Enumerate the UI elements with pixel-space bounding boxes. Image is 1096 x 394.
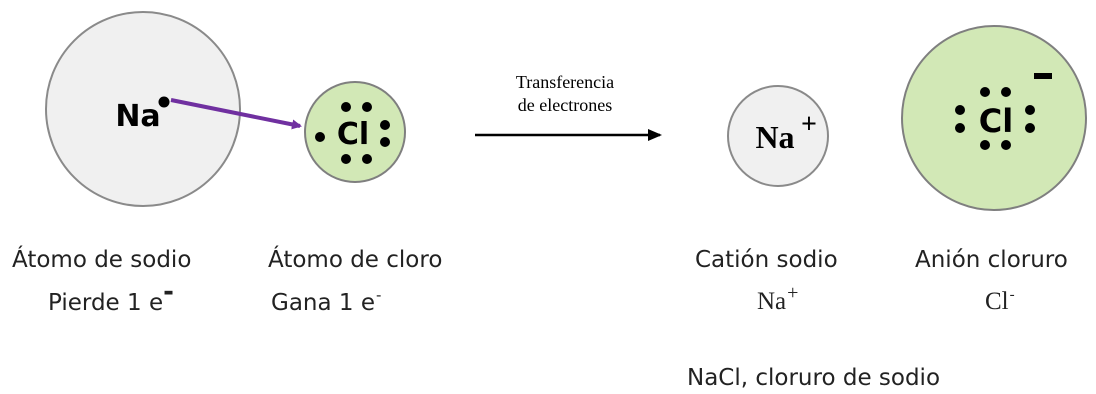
sodium-atom-circle xyxy=(45,11,241,207)
sodium-atom-detail-charge: - xyxy=(163,277,174,307)
compound-name: NaCl, cloruro de sodio xyxy=(687,365,941,391)
sodium-cation-charge: + xyxy=(801,109,817,140)
sodium-atom-detail-text: Pierde 1 e xyxy=(48,290,164,316)
sodium-cation-formula: Na+ xyxy=(757,282,798,316)
chloride-anion-circle xyxy=(901,25,1087,211)
chlorine-atom-circle xyxy=(304,81,406,183)
chlorine-atom-detail-text: Gana 1 e xyxy=(271,290,375,316)
chloride-anion-charge xyxy=(1034,73,1052,79)
sodium-cation-formula-text: Na xyxy=(757,288,787,315)
chlorine-symbol: Cl xyxy=(337,117,369,152)
electron-transfer-arrow xyxy=(170,98,302,130)
chlorine-atom-detail: Gana 1 e- xyxy=(271,286,381,316)
chloride-anion-formula-text: Cl xyxy=(985,288,1009,315)
sodium-atom-name: Átomo de sodio xyxy=(12,247,192,273)
chloride-electron-dots xyxy=(955,87,1035,150)
sodium-cation-symbol: Na xyxy=(755,119,794,155)
sodium-atom-detail: Pierde 1 e- xyxy=(48,279,174,316)
sodium-atom: Na xyxy=(45,11,241,207)
sodium-cation: Na + xyxy=(727,85,829,187)
transfer-label-line1: Transferencia xyxy=(516,72,614,92)
sodium-cation-circle xyxy=(727,85,829,187)
chloride-anion: Cl xyxy=(901,25,1087,211)
sodium-cation-formula-charge: + xyxy=(787,282,799,304)
chlorine-electron-dots xyxy=(315,102,390,164)
sodium-cation-name: Catión sodio xyxy=(695,247,838,273)
sodium-symbol: Na xyxy=(115,99,160,134)
chlorine-atom-detail-charge: - xyxy=(376,286,382,304)
chloride-anion-formula-charge: - xyxy=(1009,287,1015,303)
chlorine-atom: Cl xyxy=(304,81,406,183)
chloride-anion-name: Anión cloruro xyxy=(915,247,1068,273)
chloride-anion-formula: Cl- xyxy=(985,287,1015,316)
chlorine-atom-name: Átomo de cloro xyxy=(268,247,443,273)
sodium-valence-electron xyxy=(158,96,170,108)
transfer-label-line2: de electrones xyxy=(518,95,612,115)
chloride-anion-symbol: Cl xyxy=(979,102,1013,140)
